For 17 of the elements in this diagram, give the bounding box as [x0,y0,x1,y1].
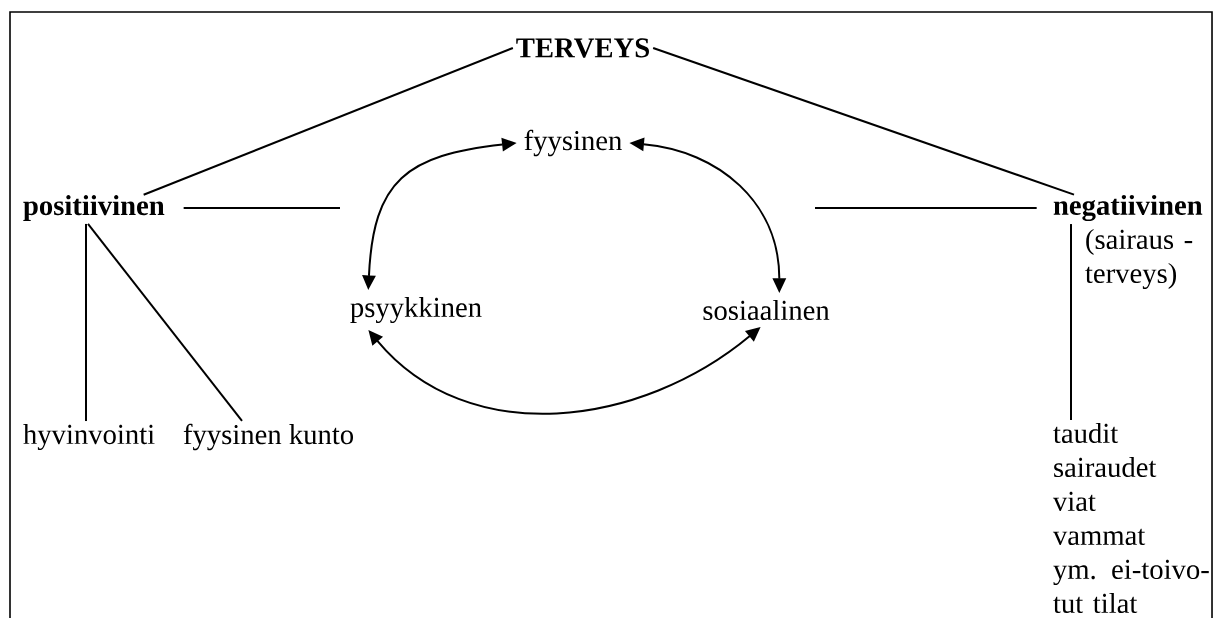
connector-line [85,222,87,423]
connector-line [1070,223,1072,421]
connector-line [814,207,1038,209]
category-label: negatiivinen [1053,194,1203,222]
category-label: positiivinen [23,195,165,221]
heading-text: TERVEYS [516,38,649,58]
list-text: taudit sairaudet viat vammat ym. ei-toivo- tut tilat [1052,422,1209,614]
aspect-label: fyysinen [524,129,622,157]
connector-line [652,47,1075,196]
connector-line [182,207,341,209]
aspect-label: sosiaalinen [703,299,830,321]
note-text: (sairaus - terveys) [1085,228,1193,289]
item-label: fyysinen kunto [183,423,354,451]
aspect-label: psyykkinen [350,296,482,324]
connector-line [87,222,243,422]
connector-line [142,47,514,196]
item-label: hyvinvointi [23,423,155,451]
